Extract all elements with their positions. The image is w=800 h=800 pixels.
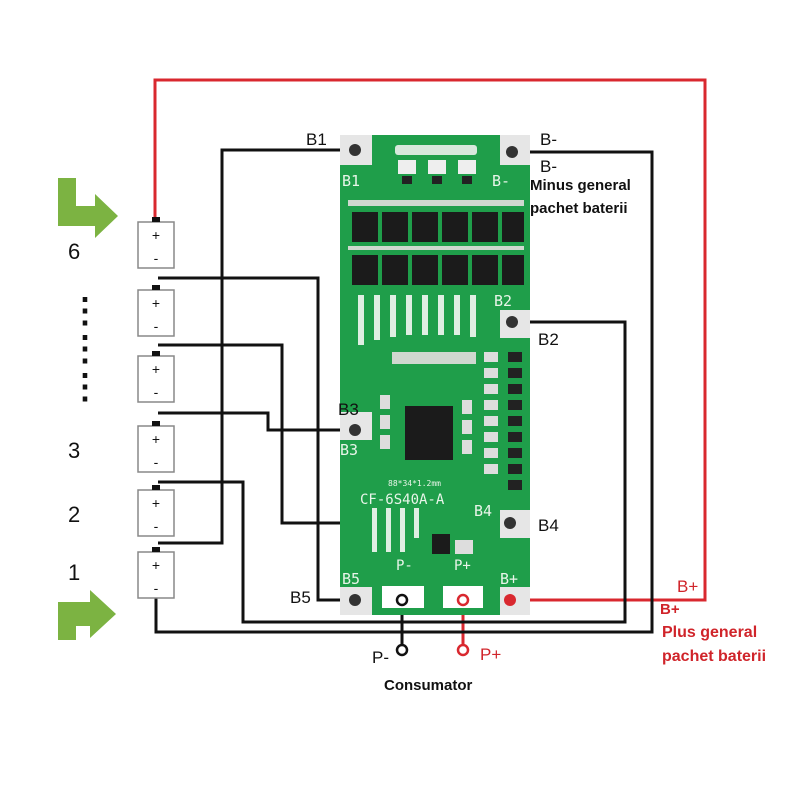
cell2-plus: + (152, 495, 160, 511)
battery-cells (137, 221, 175, 599)
cell4-minus: - (154, 384, 159, 400)
cell4-plus: + (152, 361, 160, 377)
bms-board: B1 B- B2 B3 B4 B5 B+ P- P+ 88*34*1.2mm C… (340, 135, 530, 615)
cell3-minus: - (154, 454, 159, 470)
cell-number-6: 6 (68, 239, 81, 264)
p-plus-end (456, 643, 470, 657)
p-minus-terminal (395, 593, 409, 607)
p-minus-end (395, 643, 409, 657)
label-b-minus-2: B- (540, 157, 557, 176)
cell1-plus: + (152, 557, 160, 573)
ic-chip (405, 406, 453, 460)
label-b3: B3 (338, 400, 359, 419)
p-plus-terminal (456, 593, 470, 607)
label-b-minus: B- (540, 130, 557, 149)
silk-bplus: B+ (500, 570, 518, 588)
silk-pplus: P+ (454, 558, 471, 574)
cell1-minus: - (154, 580, 159, 596)
cell2-minus: - (154, 518, 159, 534)
label-plus-pack: pachet baterii (662, 648, 767, 665)
silk-model: CF-6S40A-A (360, 492, 445, 508)
silk-b2: B2 (494, 292, 512, 310)
label-minus-general: Minus general (530, 177, 631, 194)
silk-b5: B5 (342, 570, 360, 588)
label-b1: B1 (306, 130, 327, 149)
cell-number-2: 2 (68, 502, 81, 527)
red-wire-plus (153, 78, 707, 602)
silk-dims: 88*34*1.2mm (388, 479, 441, 488)
cell5-plus: + (152, 295, 160, 311)
label-b5: B5 (290, 588, 311, 607)
label-plus-general: Plus general (662, 624, 758, 641)
label-b4: B4 (538, 516, 559, 535)
cell3-plus: + (152, 431, 160, 447)
arrow-bottom-icon (58, 590, 116, 640)
label-p-minus: P- (372, 648, 389, 667)
silk-b1: B1 (342, 172, 360, 190)
label-minus-pack: pachet baterii (530, 200, 628, 217)
cell-number-3: 3 (68, 438, 81, 463)
label-consumer: Consumator (384, 677, 473, 694)
arrow-top-icon (58, 178, 118, 238)
cell6-minus: - (154, 250, 159, 266)
black-wires (154, 148, 654, 650)
cell-number-1: 1 (68, 560, 81, 585)
silk-b4: B4 (474, 502, 492, 520)
label-b-plus-2: B+ (660, 601, 680, 618)
cell5-minus: - (154, 318, 159, 334)
label-p-plus: P+ (480, 645, 502, 664)
silk-b3: B3 (340, 441, 358, 459)
label-b2: B2 (538, 330, 559, 349)
cell-dots: ⋮⋮⋮ (68, 292, 102, 406)
silk-pminus: P- (396, 558, 413, 574)
cell6-plus: + (152, 227, 160, 243)
label-b-plus: B+ (677, 577, 699, 596)
silk-bminus: B- (492, 172, 510, 190)
